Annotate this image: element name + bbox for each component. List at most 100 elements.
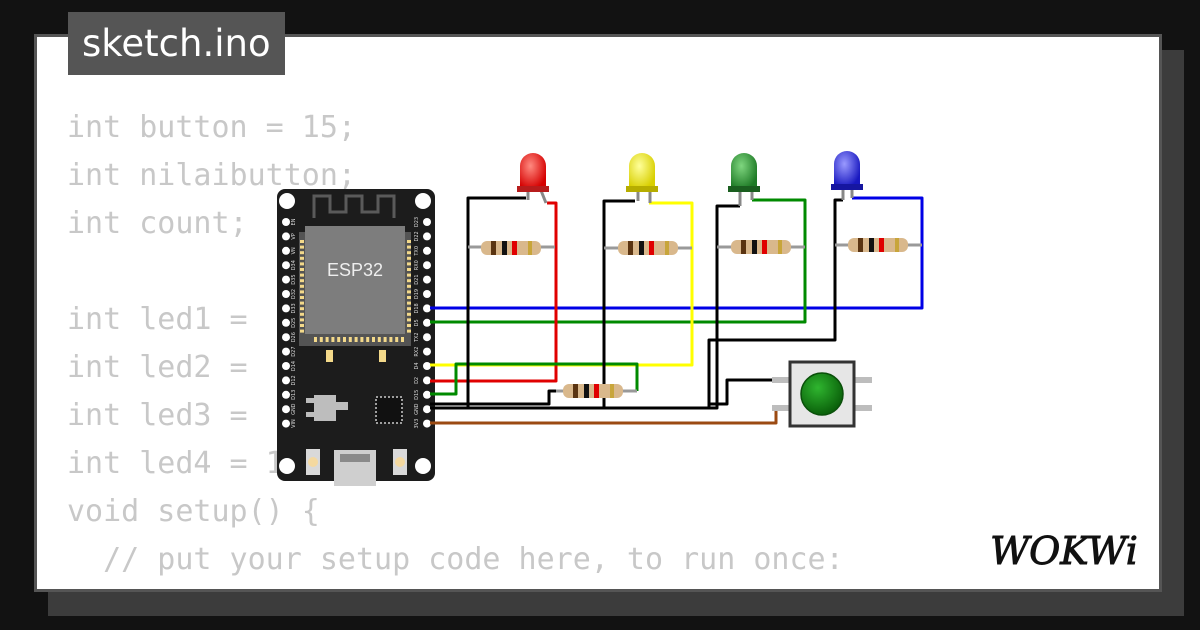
chip-pad — [407, 245, 411, 249]
wire-green-2 — [430, 362, 639, 396]
board-pin-label: D19 — [414, 289, 420, 299]
chip-pad — [300, 256, 304, 260]
board-pin[interactable] — [282, 246, 290, 255]
board-pin[interactable] — [282, 376, 290, 385]
chip-pad — [300, 329, 304, 333]
board-pin-label: D15 — [414, 390, 420, 400]
board-pin-label: D32 — [291, 289, 297, 299]
board-pin[interactable] — [423, 246, 431, 255]
board-pin[interactable] — [423, 333, 431, 342]
board-pin[interactable] — [423, 318, 431, 327]
chip-pad — [300, 290, 304, 294]
code-line: // put your setup code here, to run once… — [67, 542, 844, 577]
board-pin[interactable] — [282, 362, 290, 370]
chip-pad — [407, 324, 411, 327]
chip-label: ESP32 — [327, 260, 383, 280]
chip-pad — [325, 337, 329, 342]
board-pin-label: D27 — [291, 346, 297, 356]
chip-pad — [300, 296, 304, 299]
board-pin-label: TX0 — [414, 246, 420, 257]
board-pin[interactable] — [282, 405, 290, 414]
board-pin-label: D4 — [414, 362, 420, 369]
board-pin[interactable] — [282, 333, 290, 342]
wokwi-logo-text: WOKWi — [990, 529, 1138, 573]
code-line: int button = 15; — [67, 110, 356, 145]
file-tab[interactable]: sketch.ino — [68, 12, 285, 75]
board-pin[interactable] — [282, 347, 290, 356]
board-pin[interactable] — [282, 419, 290, 428]
wire-gnd — [709, 378, 790, 406]
board-pin-label: D2 — [414, 377, 420, 384]
chip-pad — [343, 337, 346, 342]
led-blue[interactable] — [831, 151, 863, 200]
chip-pad — [337, 337, 341, 342]
chip-pad — [372, 337, 375, 342]
chip-pad — [407, 307, 411, 311]
board-pin[interactable] — [282, 218, 290, 226]
board-pin-label: D18 — [414, 303, 420, 313]
board-pin[interactable] — [423, 362, 431, 370]
push-button[interactable] — [772, 360, 872, 428]
chip-pad — [401, 337, 404, 342]
board-pin[interactable] — [423, 261, 431, 270]
led-red[interactable] — [517, 153, 549, 204]
board-pin[interactable] — [423, 275, 431, 284]
board-pin-label: D26 — [291, 332, 297, 342]
board-pin-label: RX0 — [414, 260, 420, 270]
chip-pad — [407, 312, 411, 316]
editor-card: int button = 15;int nilaibutton;int coun… — [34, 34, 1162, 592]
code-line: int led3 = — [67, 398, 266, 433]
board-pin[interactable] — [423, 419, 431, 428]
chip-pad — [366, 337, 370, 342]
chip-pad — [300, 324, 304, 327]
board-pin[interactable] — [423, 218, 431, 226]
led-green[interactable] — [728, 153, 760, 206]
chip-pad — [377, 337, 381, 342]
chip-pad — [354, 337, 358, 342]
chip-pad — [407, 318, 411, 322]
wire-gnd — [430, 389, 556, 406]
chip-pad — [407, 296, 411, 299]
wire-brown — [430, 406, 790, 425]
board-pin-label: D23 — [414, 217, 420, 227]
wire-gnd — [549, 198, 843, 410]
board-pin[interactable] — [282, 318, 290, 327]
chip-pad — [383, 337, 387, 342]
board-pin[interactable] — [282, 261, 290, 270]
wire-green — [430, 198, 807, 324]
chip-pad — [300, 268, 304, 271]
board-pin[interactable] — [423, 376, 431, 385]
code-line: int led2 = — [67, 350, 266, 385]
board-pin[interactable] — [423, 347, 431, 356]
board-pin-label: VP — [291, 233, 297, 239]
chip-pad — [319, 337, 323, 342]
board-pin-label: RX2 — [414, 347, 420, 357]
code-line: int led1 = — [67, 302, 266, 337]
esp32-board[interactable]: ESP32 ENVPVND34D35D32D33D25D26D27D14D12D… — [277, 189, 435, 486]
chip-pad — [331, 337, 335, 342]
board-pin-label: D35 — [291, 274, 297, 284]
chip-pad — [300, 307, 304, 311]
board-pin[interactable] — [282, 390, 290, 399]
board-pin[interactable] — [423, 232, 431, 241]
chip-pad — [407, 290, 411, 294]
wire-gnd — [468, 199, 635, 410]
board-pin-label: 3V3 — [414, 419, 420, 429]
board-pin-label: D12 — [291, 375, 297, 385]
chip-pad — [407, 256, 411, 260]
chip-pad — [407, 329, 411, 333]
board-pin[interactable] — [282, 275, 290, 284]
board-pin[interactable] — [423, 290, 431, 298]
board-pin-label: GND — [291, 403, 297, 415]
board-pin[interactable] — [423, 304, 431, 313]
board-pin[interactable] — [282, 232, 290, 241]
chip-pad — [407, 240, 411, 243]
board-pin[interactable] — [282, 304, 290, 313]
chip-pad — [407, 301, 411, 305]
board-pin[interactable] — [423, 390, 431, 399]
led-yellow[interactable] — [626, 153, 658, 203]
board-pin[interactable] — [423, 405, 431, 414]
chip-pad — [300, 262, 304, 266]
board-pin[interactable] — [282, 290, 290, 298]
